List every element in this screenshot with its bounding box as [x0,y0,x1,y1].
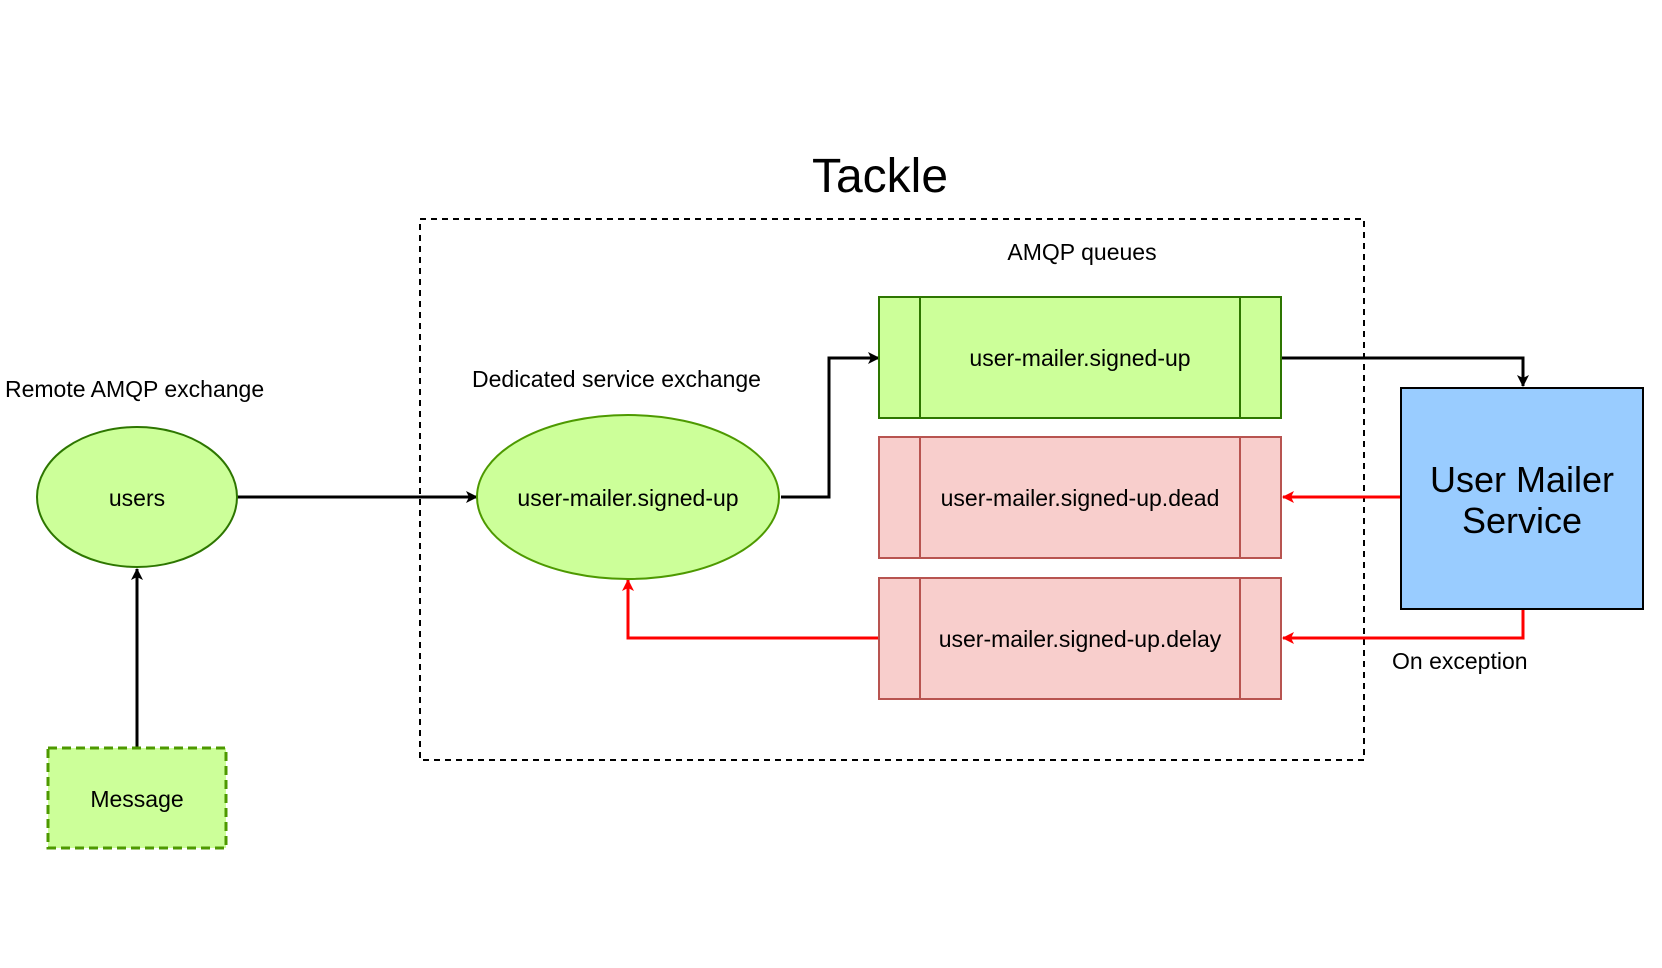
users-exchange-label: users [109,485,165,511]
queue-to-service-arrow [1281,356,1529,387]
users-exchange-node[interactable] [36,426,238,568]
service-exchange-node[interactable] [476,414,780,580]
message-label: Message [90,786,183,812]
queue-dead-node[interactable] [878,436,1282,559]
service-to-delay-queue-arrow [1282,609,1525,644]
on-exception-label: On exception [1392,648,1528,674]
message-node[interactable] [46,746,228,850]
service-exchange-label: user-mailer.signed-up [517,485,738,511]
service-label-line2: Service [1462,500,1582,541]
queue-main-label: user-mailer.signed-up [969,345,1190,371]
queue-delay-label: user-mailer.signed-up.delay [939,626,1222,652]
user-mailer-service-node[interactable] [1400,387,1644,610]
tackle-container [419,218,1365,761]
queue-main-node[interactable] [878,296,1282,419]
exchange-to-queue-arrow [781,352,880,499]
amqp-queues-label: AMQP queues [1007,239,1156,265]
service-label-line1: User Mailer [1430,459,1614,500]
queue-dead-label: user-mailer.signed-up.dead [941,485,1220,511]
remote-exchange-label: Remote AMQP exchange [5,376,264,402]
delay-queue-to-exchange-arrow [622,579,879,640]
diagram-title: Tackle [812,150,948,203]
queue-delay-node[interactable] [878,577,1282,700]
dedicated-exchange-label: Dedicated service exchange [472,366,761,392]
